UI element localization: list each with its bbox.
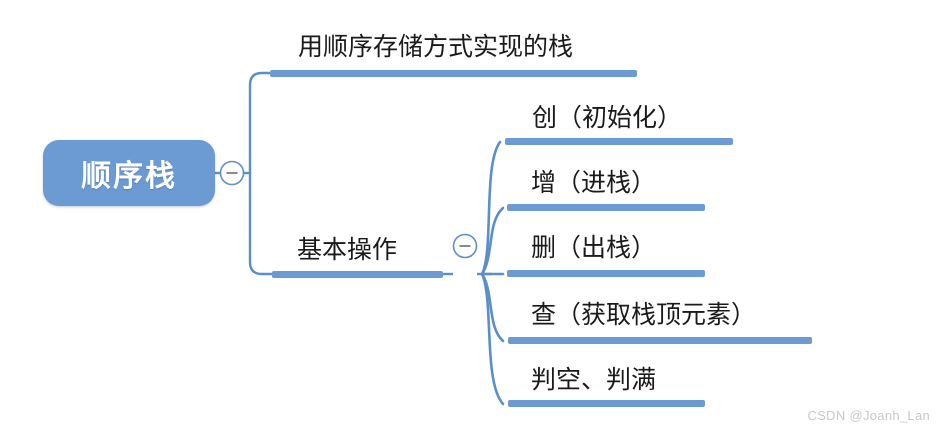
leaf-bar-3 [508,337,812,344]
leaf-bar-1 [507,204,705,211]
level2-node-label-basic-operations[interactable]: 基本操作 [297,236,398,264]
leaf-bar-0 [505,138,733,145]
root-node-label: 顺序栈 [81,160,177,193]
leaf-connector-4 [480,272,505,406]
level2-node-label-sequential-stack[interactable]: 用顺序存储方式实现的栈 [298,33,574,61]
csdn-watermark: CSDN @Joanh_Lan [807,408,930,423]
leaf-node-label-push[interactable]: 增（进栈） [531,169,657,197]
leaf-node-label-empty-full-check[interactable]: 判空、判满 [531,366,657,394]
leaf-bar-2 [507,270,705,277]
leaf-bar-4 [508,400,705,407]
leaf-node-label-get-top[interactable]: 查（获取栈顶元素） [531,301,757,329]
root-collapse-toggle[interactable] [219,160,245,186]
root-node[interactable] [43,140,215,206]
leaf-node-label-pop[interactable]: 删（出栈） [531,234,657,262]
basic-operations-collapse-toggle[interactable] [452,233,478,259]
level2-bar-1 [272,271,443,278]
bracket-connector-bottom [248,171,274,276]
bracket-connector-top [248,71,274,175]
level2-bar-0 [270,70,637,77]
leaf-connector-1 [480,206,505,276]
leaf-node-label-create[interactable]: 创（初始化） [532,104,683,132]
leaf-connector-0 [480,140,502,276]
